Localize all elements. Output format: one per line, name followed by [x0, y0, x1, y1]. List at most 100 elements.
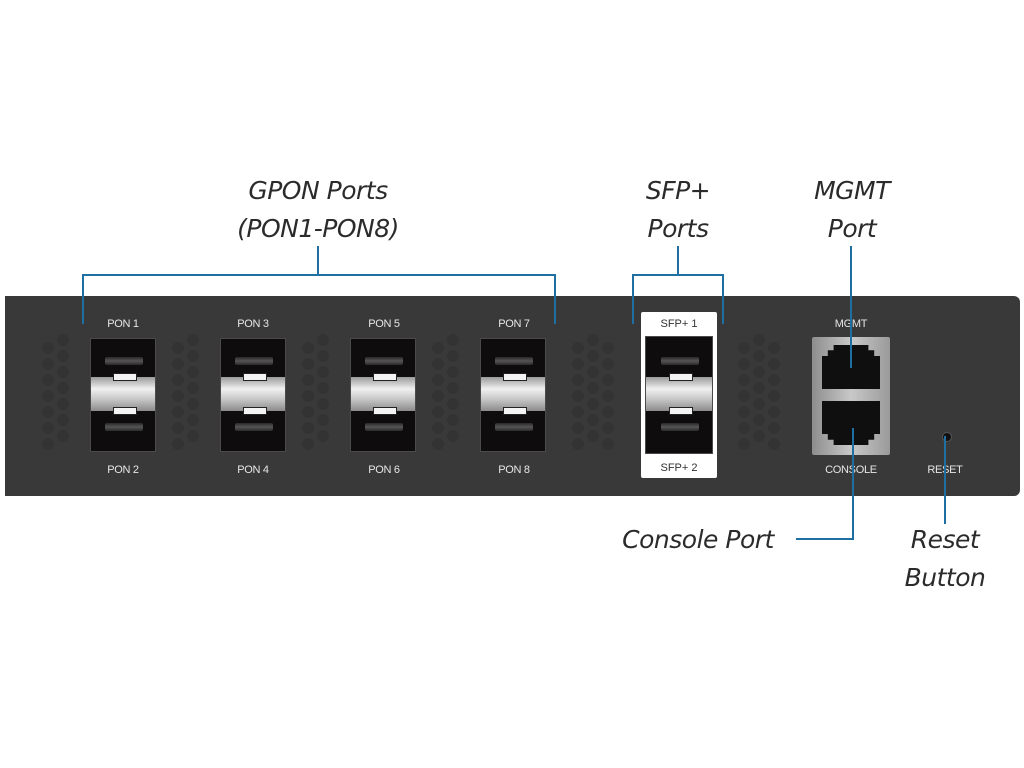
vent-hole: [602, 390, 614, 402]
pon-3-label: PON 3: [237, 318, 269, 330]
vent-hole: [738, 374, 750, 386]
pon-7-8-port-cage[interactable]: [480, 338, 546, 452]
vent-hole: [42, 438, 54, 450]
vent-hole: [187, 398, 199, 410]
pon-2-label: PON 2: [107, 464, 139, 476]
vent-hole: [432, 390, 444, 402]
vent-hole: [753, 430, 765, 442]
vent-hole: [738, 358, 750, 370]
pon-7-label: PON 7: [498, 318, 530, 330]
reset-button-callout: Reset Button: [892, 521, 998, 597]
sfp-2-label: SFP+ 2: [660, 462, 698, 474]
vent-hole: [602, 374, 614, 386]
reset-button[interactable]: [942, 432, 952, 442]
vent-hole: [753, 414, 765, 426]
sfp-bracket-bar: [632, 274, 724, 276]
vent-hole: [187, 382, 199, 394]
vent-hole: [302, 358, 314, 370]
gpon-callout-line1: GPON Ports: [248, 176, 388, 205]
vent-hole: [42, 342, 54, 354]
pon-3-4-port-cage[interactable]: [220, 338, 286, 452]
vent-hole: [768, 422, 780, 434]
vent-hole: [447, 414, 459, 426]
gpon-bracket-bar: [82, 274, 556, 276]
gpon-bracket-right: [554, 274, 556, 324]
vent-hole: [738, 406, 750, 418]
vent-hole: [42, 406, 54, 418]
gpon-bracket-left: [82, 274, 84, 324]
pon-5-6-port-cage[interactable]: [350, 338, 416, 452]
gpon-ports-callout: GPON Ports (PON1-PON8): [200, 172, 436, 248]
vent-hole: [172, 358, 184, 370]
vent-hole: [317, 398, 329, 410]
pon-1-label: PON 1: [107, 318, 139, 330]
vent-hole: [57, 430, 69, 442]
reset-callout-line1: Reset: [910, 525, 980, 554]
vent-hole: [317, 366, 329, 378]
gpon-bracket-stem: [317, 246, 319, 276]
vent-hole: [587, 334, 599, 346]
mgmt-leader-line: [850, 246, 852, 368]
vent-hole: [302, 342, 314, 354]
vent-hole: [172, 406, 184, 418]
vent-hole: [572, 390, 584, 402]
vent-hole: [587, 398, 599, 410]
vent-hole: [42, 390, 54, 402]
pon-4-label: PON 4: [237, 464, 269, 476]
vent-hole: [432, 374, 444, 386]
vent-hole: [57, 382, 69, 394]
vent-hole: [172, 342, 184, 354]
sfp-port-cage[interactable]: [645, 336, 713, 454]
vent-hole: [187, 430, 199, 442]
vent-hole: [187, 414, 199, 426]
vent-hole: [753, 350, 765, 362]
vent-hole: [587, 382, 599, 394]
vent-hole: [447, 430, 459, 442]
sfp-ports-callout: SFP+ Ports: [630, 172, 726, 248]
sfp-bracket-stem: [677, 246, 679, 276]
vent-hole: [768, 390, 780, 402]
pon-8-label: PON 8: [498, 464, 530, 476]
sfp-bracket-right: [722, 274, 724, 324]
console-label: CONSOLE: [825, 464, 877, 476]
mgmt-callout-line1: MGMT: [814, 176, 890, 205]
vent-hole: [602, 406, 614, 418]
sfp-1-label: SFP+ 1: [660, 318, 698, 330]
vent-hole: [602, 422, 614, 434]
vent-hole: [753, 398, 765, 410]
vent-hole: [738, 342, 750, 354]
vent-hole: [187, 366, 199, 378]
sfp-bracket-left: [632, 274, 634, 324]
vent-hole: [317, 350, 329, 362]
pon-1-2-port-cage[interactable]: [90, 338, 156, 452]
vent-hole: [572, 406, 584, 418]
vent-hole: [302, 422, 314, 434]
vent-hole: [42, 374, 54, 386]
vent-hole: [602, 358, 614, 370]
console-port-callout: Console Port: [610, 521, 786, 559]
vent-hole: [432, 342, 444, 354]
vent-hole: [172, 438, 184, 450]
vent-hole: [447, 334, 459, 346]
pon-6-label: PON 6: [368, 464, 400, 476]
sfp-callout-line1: SFP+: [645, 176, 711, 205]
vent-hole: [317, 414, 329, 426]
vent-hole: [57, 414, 69, 426]
mgmt-port-callout: MGMT Port: [796, 172, 908, 248]
vent-hole: [587, 350, 599, 362]
console-callout-text: Console Port: [622, 525, 774, 554]
sfp-callout-line2: Ports: [647, 214, 709, 243]
vent-hole: [602, 342, 614, 354]
vent-hole: [602, 438, 614, 450]
vent-hole: [447, 382, 459, 394]
vent-hole: [302, 390, 314, 402]
mgmt-callout-line2: Port: [827, 214, 877, 243]
vent-hole: [317, 334, 329, 346]
vent-hole: [738, 422, 750, 434]
vent-hole: [317, 382, 329, 394]
vent-hole: [587, 414, 599, 426]
vent-hole: [172, 390, 184, 402]
vent-hole: [587, 430, 599, 442]
vent-hole: [42, 422, 54, 434]
console-port[interactable]: [822, 401, 880, 445]
